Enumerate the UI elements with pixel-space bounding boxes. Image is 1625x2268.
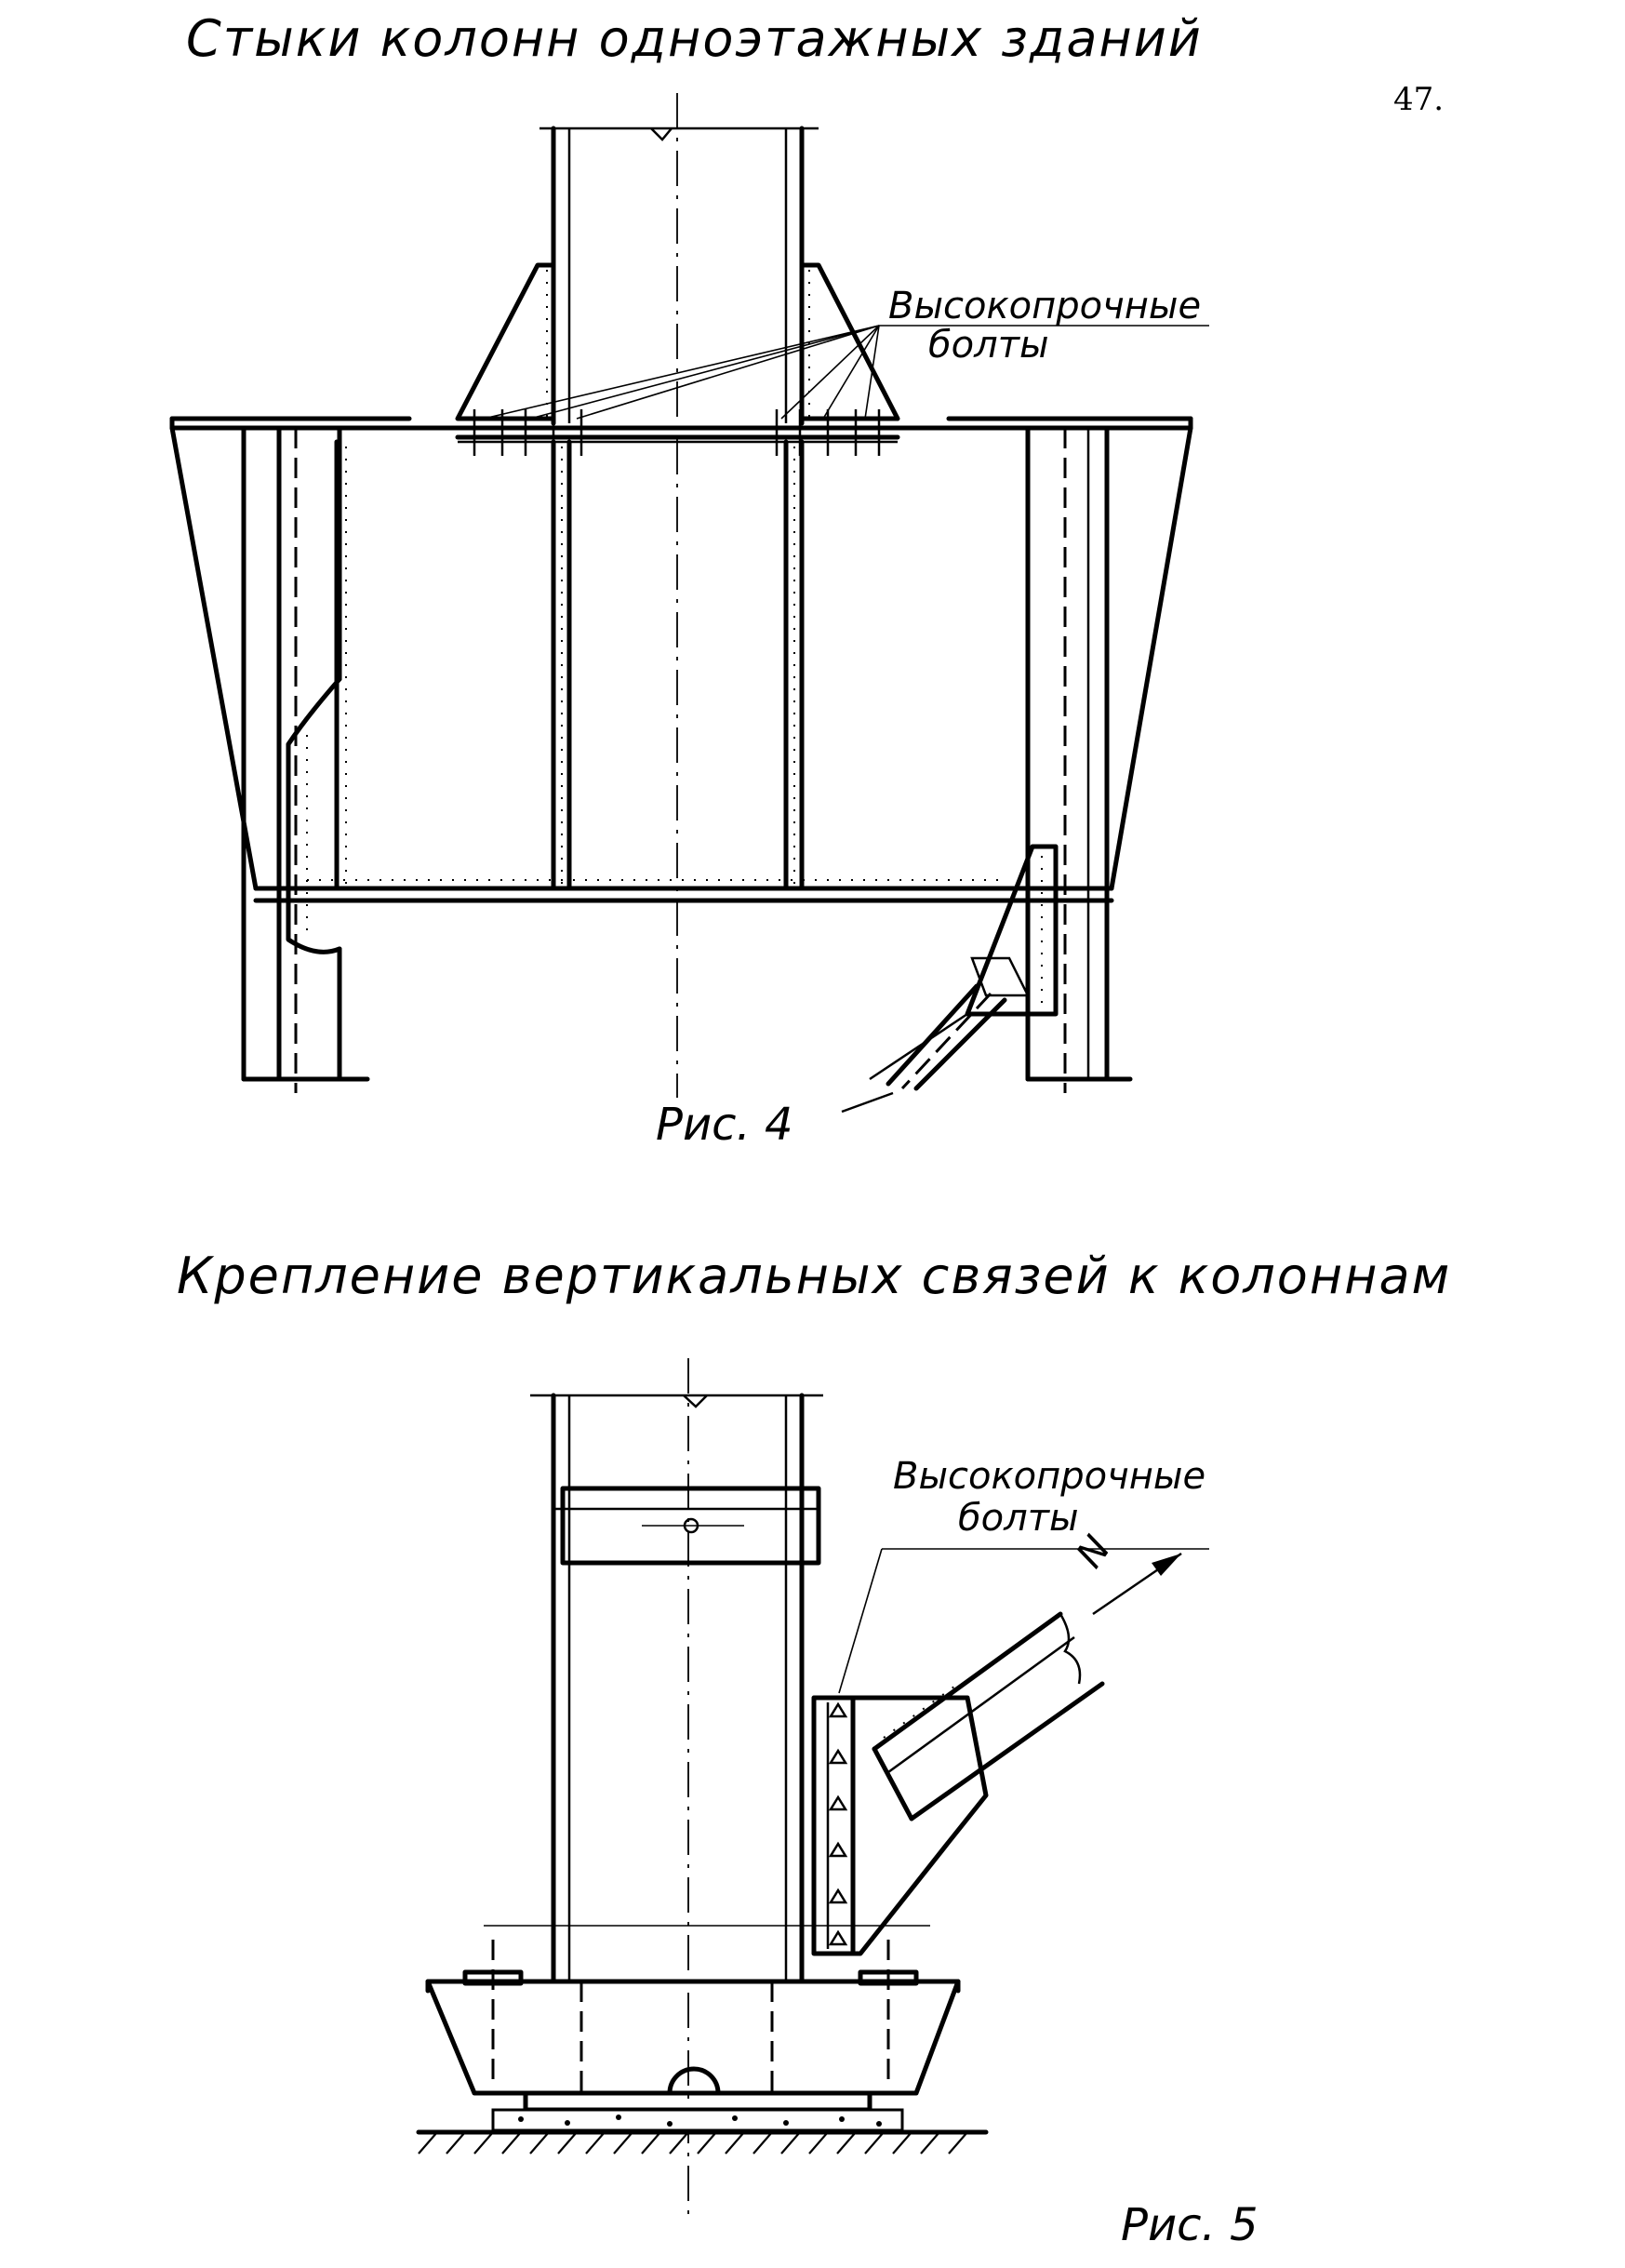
figure5-label-line2: болты	[958, 1497, 1079, 1540]
ground-hatching	[418, 2131, 968, 2155]
figure4-drawing	[169, 93, 1209, 1114]
figure4-title: Стыки колонн одноэтажных зданий	[186, 9, 1203, 68]
figure4-label-line1: Высокопрочные	[888, 285, 1201, 327]
figure5-drawing	[416, 1358, 1209, 2223]
figure4-label-line2: болты	[928, 324, 1049, 367]
bolt-group-top	[473, 409, 881, 456]
bolt-group-gusset	[828, 1701, 848, 1946]
figure4-caption: Рис. 4	[656, 1099, 793, 1151]
figure5-title: Крепление вертикальных связей к колоннам	[177, 1247, 1451, 1305]
figure5-caption: Рис. 5	[1121, 2199, 1259, 2251]
figure5-label-line1: Высокопрочные	[893, 1455, 1205, 1498]
grout-texture	[518, 2115, 882, 2127]
page-number: 47.	[1393, 81, 1444, 118]
